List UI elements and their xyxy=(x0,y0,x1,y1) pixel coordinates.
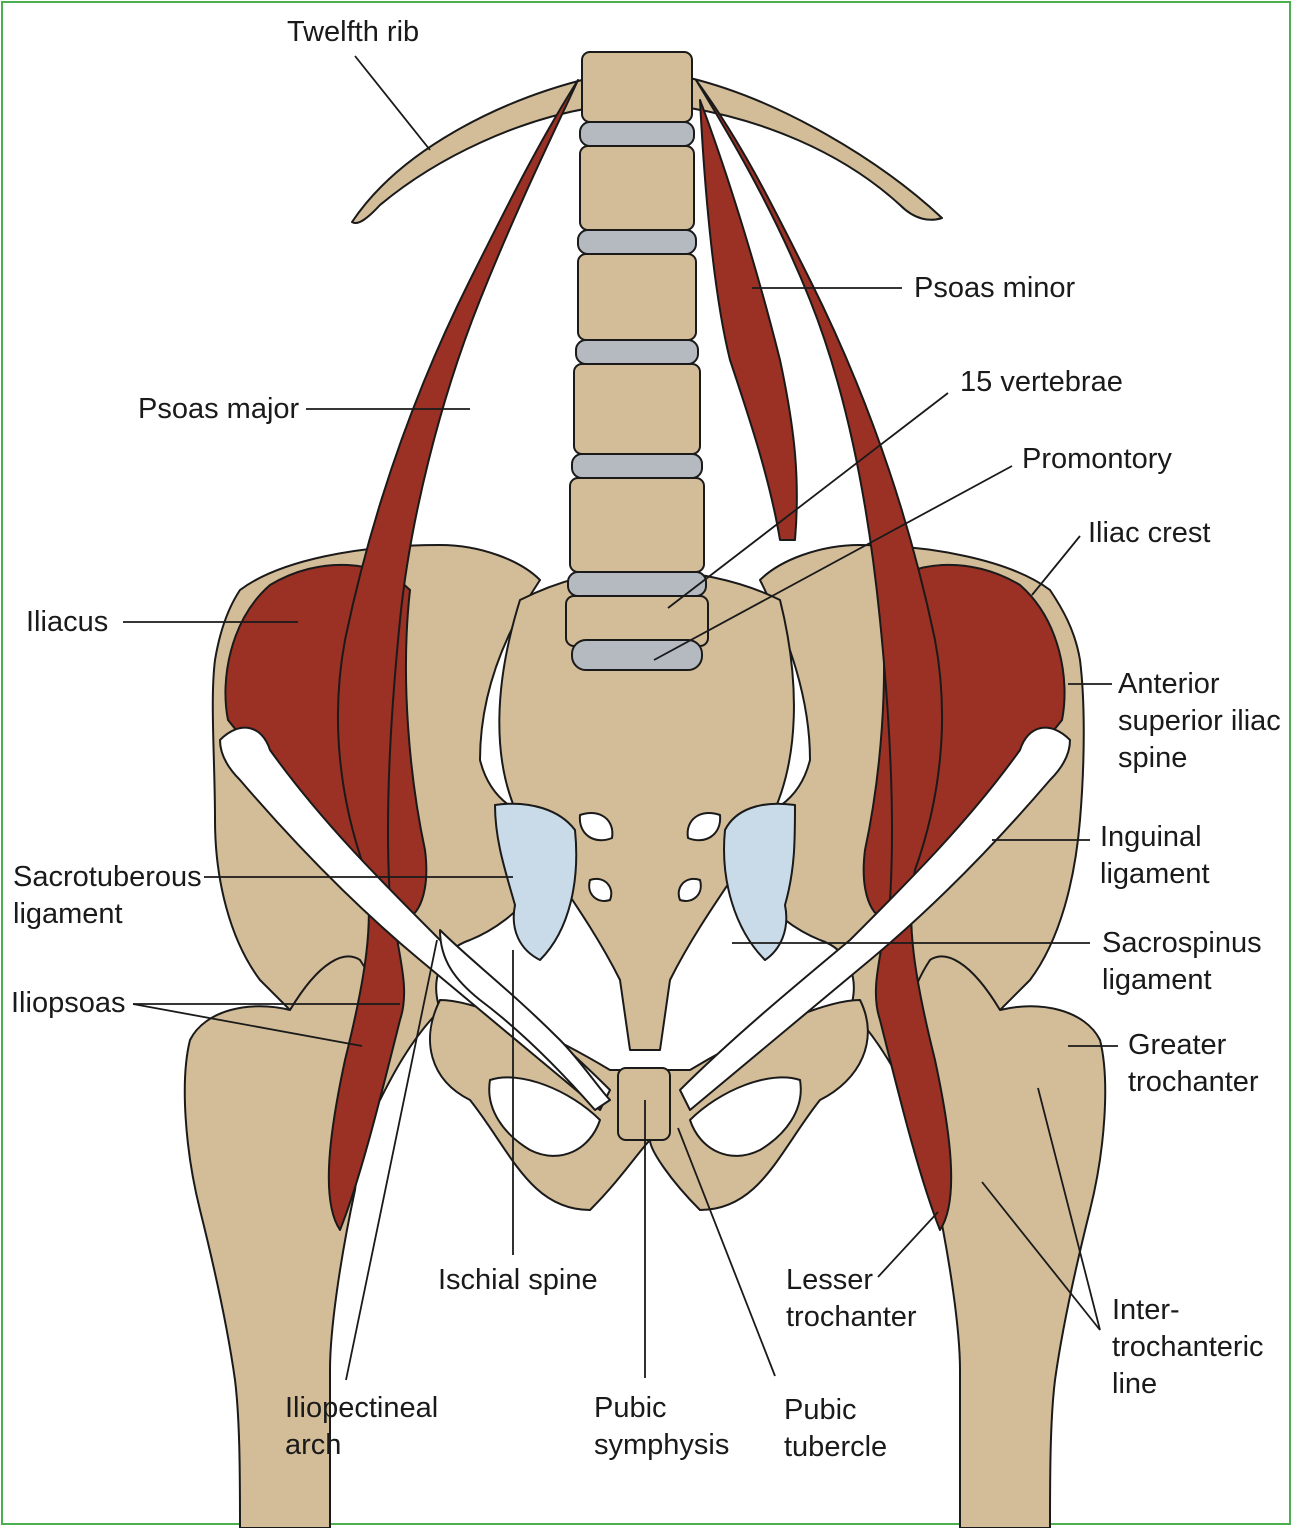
leader-twelfth-rib xyxy=(354,55,431,151)
left-sacral-ligaments xyxy=(494,802,578,961)
vertebra-body xyxy=(579,145,695,231)
right-obturator-foramen xyxy=(689,1076,802,1157)
label-psoas-minor: Psoas minor xyxy=(914,272,1076,304)
label-intertrochanteric-line1: Inter- xyxy=(1112,1294,1180,1326)
label-inguinal-line1: Inguinal xyxy=(1100,821,1202,853)
left-femur xyxy=(183,955,388,1528)
pubic-symphysis xyxy=(617,1067,671,1141)
twelfth-rib xyxy=(351,77,943,224)
right-psoas-minor xyxy=(699,99,798,541)
right-inguinal-ligament xyxy=(679,726,1071,1111)
sacral-foramen xyxy=(686,812,722,842)
label-sacrospinus-line2: ligament xyxy=(1102,964,1212,996)
right-femur xyxy=(902,955,1107,1528)
label-inguinal-line2: ligament xyxy=(1100,858,1210,890)
label-lesser-trochanter-line2: trochanter xyxy=(786,1301,917,1333)
right-sacral-ligaments xyxy=(723,802,796,961)
label-intertrochanteric-line2: trochanteric xyxy=(1112,1331,1264,1363)
label-sacrotuberous-line2: ligament xyxy=(13,898,123,930)
vertebra-body xyxy=(581,51,693,123)
vertebra-body xyxy=(573,363,701,455)
sacral-foramen xyxy=(677,877,702,902)
leader-iliac-crest xyxy=(1031,535,1081,596)
leader-pubic-tubercle xyxy=(677,1127,776,1377)
label-psoas-major: Psoas major xyxy=(138,393,300,425)
leader-iliopsoas-b xyxy=(132,1003,363,1047)
label-ischial-spine: Ischial spine xyxy=(438,1264,598,1296)
intervertebral-disc xyxy=(579,121,695,147)
left-psoas-major xyxy=(327,79,579,1231)
label-twelfth-rib: Twelfth rib xyxy=(287,16,420,48)
vertebra-body xyxy=(577,253,697,341)
label-pubic-tubercle-line1: Pubic xyxy=(784,1394,857,1426)
left-obturator-foramen xyxy=(488,1076,601,1157)
label-promontory: Promontory xyxy=(1022,443,1172,475)
label-pubic-tubercle-line2: tubercle xyxy=(784,1431,888,1463)
sacral-foramen xyxy=(578,812,614,842)
label-sacrotuberous-line1: Sacrotuberous xyxy=(13,861,202,893)
leader-lesser-trochanter xyxy=(877,1211,939,1278)
label-greater-trochanter-line2: trochanter xyxy=(1128,1066,1259,1098)
iliopectineal-arch xyxy=(439,929,611,1111)
label-iliopsoas: Iliopsoas xyxy=(11,987,126,1019)
label-asis-line1: Anterior xyxy=(1118,668,1220,700)
label-l5-vertebrae: 15 vertebrae xyxy=(960,366,1123,398)
label-iliopectineal-line2: arch xyxy=(285,1429,342,1461)
label-iliac-crest: Iliac crest xyxy=(1088,517,1211,549)
label-asis-line3: spine xyxy=(1118,742,1188,774)
intervertebral-disc xyxy=(571,453,703,479)
label-lesser-trochanter-line1: Lesser xyxy=(786,1264,874,1296)
leader-l5-vertebrae xyxy=(667,392,949,609)
lumbar-spine xyxy=(565,51,709,671)
label-sacrospinus-line1: Sacrospinus xyxy=(1102,927,1262,959)
leader-promontory xyxy=(653,465,1013,661)
label-asis-line2: superior iliac xyxy=(1118,705,1281,737)
intervertebral-disc xyxy=(571,639,703,671)
leader-intertroch-b xyxy=(981,1181,1101,1331)
vertebra-body xyxy=(565,595,709,647)
label-iliacus: Iliacus xyxy=(26,606,109,638)
sacral-foramen xyxy=(588,877,613,902)
label-iliopectineal-line1: Iliopectineal xyxy=(285,1392,439,1424)
leader-iliopectineal xyxy=(345,939,438,1381)
label-intertrochanteric-line3: line xyxy=(1112,1368,1158,1400)
vertebra-body xyxy=(569,477,705,573)
leader-intertroch-a xyxy=(1037,1087,1101,1331)
intervertebral-disc xyxy=(567,571,707,597)
label-pubic-symphysis-line1: Pubic xyxy=(594,1392,667,1424)
intervertebral-disc xyxy=(575,339,699,365)
label-pubic-symphysis-line2: symphysis xyxy=(594,1429,730,1461)
intervertebral-disc xyxy=(577,229,697,255)
label-greater-trochanter-line1: Greater xyxy=(1128,1029,1227,1061)
